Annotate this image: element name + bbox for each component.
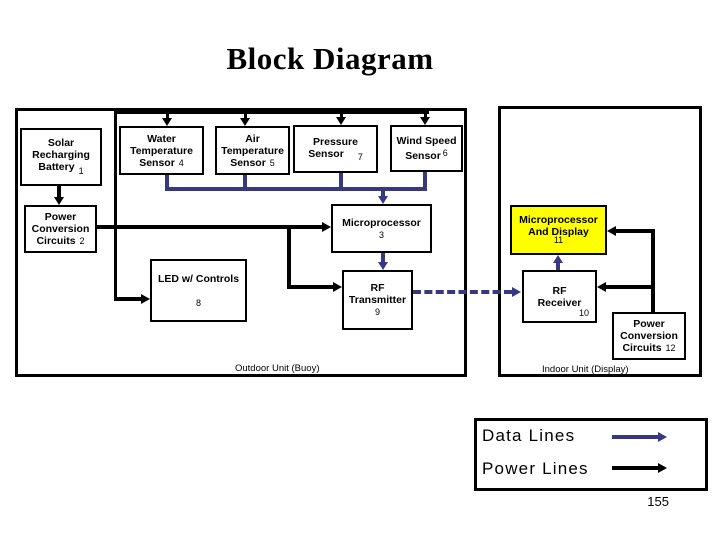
block-label: Solar <box>47 137 75 149</box>
indoor-power-vertical-line <box>651 229 655 312</box>
block-led-controls: LED w/ Controls 8 <box>150 259 247 322</box>
legend-power-line-sample <box>612 466 659 470</box>
bus-to-micro-data-arrowhead-icon <box>378 196 388 204</box>
indoor-unit-caption: Indoor Unit (Display) <box>542 364 629 375</box>
rftx-power-line <box>287 285 334 289</box>
battery-power-arrowhead-icon <box>54 197 64 205</box>
sensor-power-distribution-line <box>114 111 429 114</box>
rf-wireless-data-line <box>413 290 512 294</box>
block-number: 12 <box>665 343 676 353</box>
block-label: Power <box>633 318 665 330</box>
micro-to-rftx-data-arrow-stem <box>381 253 385 263</box>
power-feed-vertical-line <box>114 111 117 301</box>
block-number: 2 <box>79 236 85 246</box>
legend-power-arrowhead-icon <box>658 463 667 473</box>
micro-to-rftx-data-arrowhead-icon <box>378 262 388 270</box>
block-label: Receiver <box>537 296 582 309</box>
block-label: Wind Speed <box>396 135 457 147</box>
block-label: Microprocessor <box>519 214 598 226</box>
block-label: LED w/ Controls <box>157 272 240 285</box>
legend-power-lines-label: Power Lines <box>482 459 589 478</box>
block-label: Temperature <box>221 144 284 157</box>
block-number: 11 <box>553 235 564 245</box>
outdoor-unit-caption: Outdoor Unit (Buoy) <box>235 363 320 374</box>
led-power-line <box>114 297 142 301</box>
rfrx-power-arrowhead-icon <box>597 282 606 292</box>
block-number: 10 <box>578 308 589 318</box>
bus-to-micro-data-arrow-stem <box>381 189 385 197</box>
legend-data-arrowhead-icon <box>658 432 667 442</box>
legend-data-line-sample <box>612 435 659 439</box>
block-number: 9 <box>374 307 380 317</box>
rftx-power-vertical-line <box>287 225 291 289</box>
rfrx-to-display-data-arrowhead-icon <box>553 255 563 263</box>
block-number: 5 <box>269 157 275 168</box>
block-label: Conversion <box>620 330 678 342</box>
rfrx-power-line <box>606 285 655 289</box>
rfrx-to-display-data-arrow-stem <box>556 261 560 270</box>
block-number: 1 <box>78 166 84 176</box>
rf-wireless-arrowhead-icon <box>512 287 521 297</box>
air-power-arrowhead-icon <box>240 118 250 126</box>
block-number: 3 <box>378 229 384 240</box>
water-power-arrow-stem <box>166 111 169 120</box>
block-label: Transmitter <box>348 294 407 306</box>
block-label: And Display <box>528 226 589 238</box>
block-label: RF <box>370 282 385 294</box>
wind-power-arrow-stem <box>424 111 427 120</box>
air-data-line <box>243 175 247 191</box>
water-data-line <box>165 175 169 191</box>
block-rf-receiver: RF Receiver 10 <box>522 270 597 323</box>
wind-data-line <box>423 172 427 191</box>
block-label: Microprocessor <box>342 216 421 229</box>
block-label: RF <box>552 284 567 297</box>
block-label: Water <box>147 132 176 145</box>
display-power-line <box>616 229 655 233</box>
air-power-arrow-stem <box>244 111 247 120</box>
legend-box <box>474 418 708 491</box>
pcc-to-micro-power-line <box>97 225 323 229</box>
sensor-data-bus <box>165 187 427 191</box>
block-number: 8 <box>195 297 201 308</box>
block-number: 7 <box>357 151 363 162</box>
water-power-arrowhead-icon <box>162 118 172 126</box>
led-power-arrowhead-icon <box>141 294 150 304</box>
page-number: 155 <box>647 494 669 509</box>
block-label: Air <box>245 132 260 145</box>
pressure-power-arrowhead-icon <box>336 117 346 125</box>
wind-power-arrowhead-icon <box>420 117 430 125</box>
rftx-power-arrowhead-icon <box>333 282 342 292</box>
block-label: Power <box>44 211 77 223</box>
block-label: Recharging <box>32 149 90 161</box>
block-rf-transmitter: RF Transmitter 9 <box>342 270 413 330</box>
block-number: 6 <box>442 148 448 158</box>
block-label: Conversion <box>31 223 90 235</box>
pressure-data-line <box>339 173 343 191</box>
page-title: Block Diagram <box>226 41 434 76</box>
block-number: 4 <box>178 157 184 168</box>
block-label: Pressure <box>313 135 358 148</box>
block-label: Temperature <box>130 144 193 157</box>
legend-data-lines-label: Data Lines <box>482 426 576 445</box>
block-microprocessor-and-display: Microprocessor And Display 11 <box>510 205 607 255</box>
battery-power-arrow-stem <box>57 186 61 198</box>
micro-power-arrowhead-icon <box>322 222 331 232</box>
block-microprocessor-3: Microprocessor 3 <box>331 204 432 253</box>
display-power-arrowhead-icon <box>607 226 616 236</box>
pressure-power-arrow-stem <box>340 111 343 120</box>
